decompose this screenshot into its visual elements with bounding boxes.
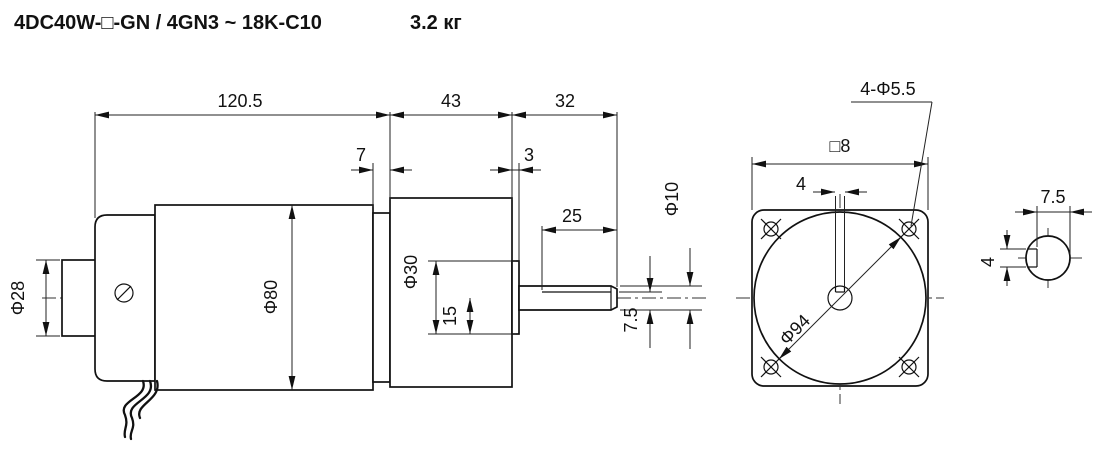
dim-motor-length: 120.5 — [217, 91, 262, 111]
front-view: 4 □8 4-Φ5.5 Φ94 — [736, 79, 944, 404]
gearbox — [389, 197, 513, 388]
dim-rear-dia: Φ28 — [8, 281, 28, 315]
dim-lines-square — [751, 157, 929, 210]
dim-shaft-length: 32 — [555, 91, 575, 111]
dim-lines-shaft-dia — [620, 248, 702, 349]
dim-spigot: 7 — [356, 145, 366, 165]
dim-lines-25 — [541, 226, 617, 290]
dim-line-circle-dia — [778, 236, 902, 360]
side-view: 120.5 43 32 7 3 25 Φ10 — [8, 91, 708, 441]
output-shaft — [518, 285, 618, 311]
dim-lines-top — [94, 111, 618, 287]
mounting-hole-icon — [760, 356, 782, 378]
dim-body-dia: Φ80 — [261, 280, 281, 314]
dim-boss-depth: 3 — [524, 145, 534, 165]
dim-lines-flat-height — [619, 256, 662, 348]
dim-mounting-holes: 4-Φ5.5 — [860, 79, 915, 99]
dim-lines-rear-dia — [36, 259, 60, 337]
mounting-holes — [760, 218, 920, 378]
spigot — [372, 212, 391, 383]
dim-key-width: 4 — [796, 174, 806, 194]
drawing-title: 4DC40W-□-GN / 4GN3 ~ 18K-C10 — [14, 12, 322, 34]
dim-boss-dia: Φ30 — [401, 255, 421, 289]
dim-lines-boss — [428, 260, 516, 335]
screw-icon — [114, 283, 134, 303]
dim-square-size: □8 — [830, 136, 851, 156]
dim-flat-length: 25 — [562, 206, 582, 226]
mounting-hole-icon — [760, 218, 782, 240]
dim-detail-key: 4 — [978, 257, 998, 267]
shaft-detail-view: 7.5 4 — [978, 187, 1092, 288]
dim-lines-detail-key — [1000, 230, 1026, 286]
motor-body — [154, 204, 374, 391]
dim-lines-7-3 — [351, 163, 541, 262]
holes-callout — [851, 101, 933, 227]
shaft-section-circle — [1025, 235, 1071, 281]
dim-boss-radius: 15 — [440, 306, 460, 326]
mounting-hole-icon — [898, 356, 920, 378]
dim-gearbox-length: 43 — [441, 91, 461, 111]
rear-cap — [94, 214, 156, 382]
rear-boss — [61, 259, 97, 337]
weight-label: 3.2 кг — [410, 12, 462, 34]
mounting-hole-icon — [898, 218, 920, 240]
dim-detail-flat: 7.5 — [1040, 187, 1065, 207]
dim-lines-detail-flat — [1015, 206, 1092, 254]
dim-shaft-dia: Φ10 — [662, 182, 682, 216]
lead-wires — [122, 379, 159, 441]
dim-flat-height: 7.5 — [621, 307, 641, 332]
shaft-keyway-section — [1028, 248, 1038, 268]
output-boss — [511, 260, 520, 335]
